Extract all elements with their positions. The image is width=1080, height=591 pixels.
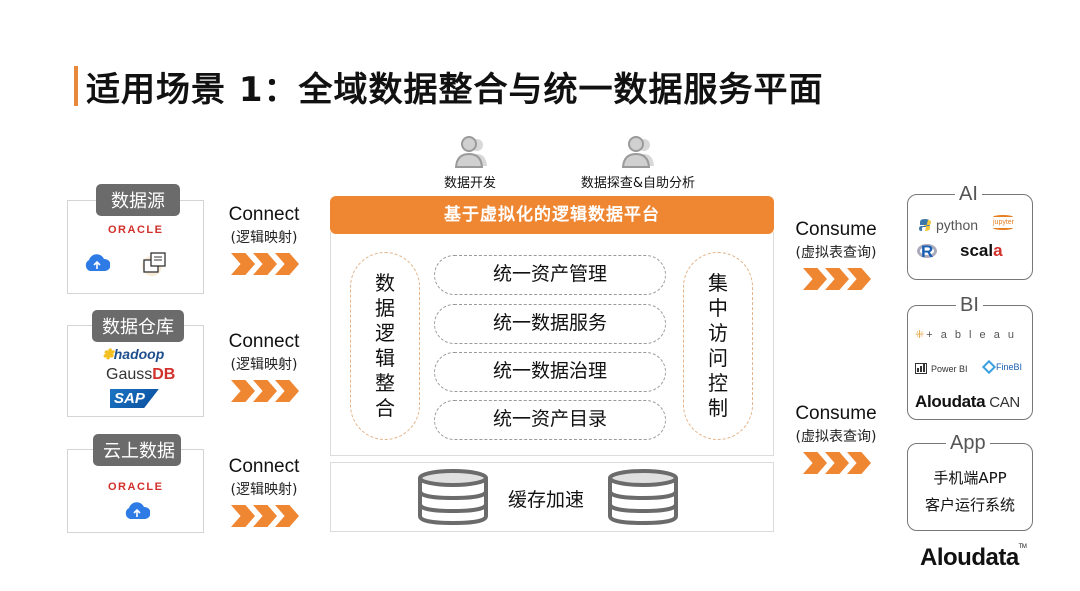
pill-char: 合 (375, 396, 395, 420)
pill-char: 据 (375, 296, 395, 320)
connect-label: Connect (228, 331, 300, 352)
consume-sublabel: (虚拟表查询) (795, 245, 877, 261)
database-icon (608, 469, 678, 526)
database-icon (418, 469, 488, 526)
platform-header: 基于虚拟化的逻辑数据平台 (330, 196, 774, 234)
logical-integration-pill: 数 据 逻 辑 整 合 (350, 252, 420, 440)
cache-label: 缓存加速 (508, 489, 585, 511)
title-accent-bar (74, 66, 78, 106)
r-logo: R (917, 242, 937, 262)
capability-asset-catalog: 统一资产目录 (434, 400, 666, 440)
pill-char: 控 (708, 371, 728, 395)
aloudata-can-logo: Aloudata CAN (915, 392, 1020, 411)
connect-arrow-1: Connect (逻辑映射) (218, 204, 310, 275)
app-item: 客户运行系统 (924, 496, 1015, 514)
tableau-icon: ⁜ (915, 328, 925, 341)
hadoop-logo: ✽hadoop (102, 346, 165, 362)
consume-sublabel: (虚拟表查询) (795, 429, 877, 445)
source-tag: 数据仓库 (92, 310, 184, 342)
access-control-pill: 集 中 访 问 控 制 (683, 252, 753, 440)
consume-label: Consume (795, 219, 877, 240)
tableau-label: + a b l e a u (926, 328, 1017, 341)
cache-acceleration-box (330, 462, 774, 532)
pill-char: 中 (708, 296, 728, 320)
oracle-logo: ORACLE (108, 224, 164, 236)
python-label: python (936, 217, 979, 233)
user-role-label: 数据探查&自助分析 (580, 176, 696, 191)
python-logo: python (918, 217, 978, 233)
connect-sublabel: (逻辑映射) (230, 230, 298, 246)
powerbi-label: Power BI (931, 363, 968, 374)
sap-logo: SAP (110, 389, 159, 408)
pill-char: 集 (708, 271, 728, 295)
chevron-arrows-icon (786, 268, 886, 290)
connect-arrow-3: Connect (逻辑映射) (218, 456, 310, 527)
output-tag-bi: BI (956, 294, 983, 316)
output-tag-app: App (946, 432, 990, 454)
connect-sublabel: (逻辑映射) (230, 357, 298, 373)
user-role-label: 数据开发 (443, 176, 496, 191)
powerbi-logo: Power BI (915, 363, 968, 374)
folder-file-icon (142, 252, 166, 276)
capability-asset-management: 统一资产管理 (434, 255, 666, 295)
jupyter-logo: jupyter (993, 215, 1014, 230)
powerbi-icon (915, 363, 927, 374)
finebi-icon (981, 359, 997, 375)
connect-sublabel: (逻辑映射) (230, 482, 298, 498)
connect-label: Connect (228, 456, 300, 477)
pill-char: 辑 (375, 346, 395, 370)
chevron-arrows-icon (786, 452, 886, 474)
chevron-arrows-icon (218, 505, 310, 527)
cloud-upload-icon (125, 502, 150, 519)
page-title: 适用场景 1：全域数据整合与统一数据服务平面 (86, 70, 824, 110)
pill-char: 制 (708, 396, 728, 420)
chevron-arrows-icon (218, 253, 310, 275)
pill-char: 问 (708, 346, 728, 370)
capability-data-governance: 统一数据治理 (434, 352, 666, 392)
cloud-upload-icon (85, 254, 110, 271)
tableau-logo: ⁜ + a b l e a u (915, 328, 1017, 341)
connect-arrow-2: Connect (逻辑映射) (218, 331, 310, 402)
aloudata-brand-logo: AloudataTM (920, 544, 1027, 571)
user-group-icon (454, 136, 487, 168)
user-group-icon (621, 136, 654, 168)
source-tag: 数据源 (96, 184, 180, 216)
pill-char: 访 (708, 321, 728, 345)
pill-char: 逻 (375, 321, 395, 345)
gaussdb-logo: GaussDB (106, 366, 176, 383)
consume-arrow-2: Consume (虚拟表查询) (786, 403, 886, 474)
capability-data-service: 统一数据服务 (434, 304, 666, 344)
output-box-ai (907, 194, 1033, 280)
pill-char: 数 (375, 271, 395, 295)
oracle-logo: ORACLE (108, 481, 164, 493)
source-tag: 云上数据 (93, 434, 181, 466)
python-icon (919, 219, 931, 231)
chevron-arrows-icon (218, 380, 310, 402)
app-item: 手机端APP (933, 469, 1007, 487)
output-tag-ai: AI (955, 183, 982, 205)
pill-char: 整 (375, 371, 395, 395)
scala-logo: scala (960, 241, 1003, 260)
connect-label: Connect (228, 204, 300, 225)
consume-label: Consume (795, 403, 877, 424)
finebi-logo: FineBI (981, 359, 1023, 375)
consume-arrow-1: Consume (虚拟表查询) (786, 219, 886, 290)
finebi-label: FineBI (996, 362, 1023, 372)
